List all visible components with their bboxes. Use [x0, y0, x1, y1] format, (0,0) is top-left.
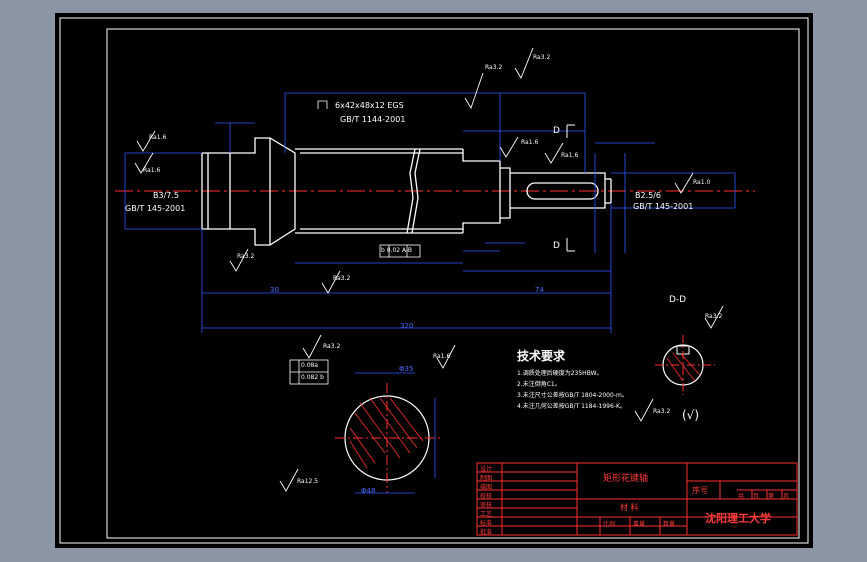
- center-hole-right: B2.5/6: [635, 191, 661, 200]
- section-marks: [566, 124, 575, 252]
- roughness-label: Ra1.6: [149, 134, 167, 141]
- roughness-label: Ra3.2: [237, 253, 255, 260]
- tolerance-frame-lower: [289, 359, 329, 385]
- material-label: 材 料: [620, 503, 639, 512]
- roughness-label: Ra3.2: [333, 275, 351, 282]
- part-name: 矩形花键轴: [603, 474, 649, 484]
- tb-row: 设计: [480, 466, 493, 473]
- roughness-label: Ra1.6: [433, 353, 451, 360]
- small-cell: 共: [738, 493, 745, 500]
- tb-row: 批准: [480, 529, 493, 536]
- spline-section: [335, 372, 440, 494]
- small-cell: 页: [783, 493, 790, 500]
- roughness-symbols: [134, 47, 724, 492]
- school-name: 沈阳理工大学: [705, 512, 771, 525]
- roughness-label: Ra12.5: [297, 478, 319, 485]
- small-cell: 页: [753, 493, 760, 500]
- tb-row: 校核: [480, 493, 493, 500]
- tb-row: 制图: [480, 475, 493, 482]
- dim-overall: 320: [400, 322, 414, 330]
- roughness-label: Ra3.2: [323, 343, 341, 350]
- ratio-label: 比例: [603, 521, 616, 528]
- section-label-top: D: [553, 126, 560, 136]
- tol-row2: 0.082 b: [301, 374, 324, 381]
- dim-seg2: 30: [270, 286, 279, 294]
- tb-row: 标准: [480, 520, 493, 527]
- seq-label: 序号: [692, 486, 708, 495]
- tech-req-line: 3.未注尺寸公差按GB/T 1804-2000-m。: [517, 392, 628, 399]
- roughness-label: Ra1.6: [521, 139, 539, 146]
- tech-req-line: 1.调质处理后硬度为235HBW。: [517, 370, 603, 377]
- weight-label: 重量: [633, 521, 646, 528]
- roughness-label: Ra3.2: [485, 64, 503, 71]
- tb-row: 描图: [480, 484, 493, 491]
- tech-req-title: 技术要求: [517, 349, 566, 363]
- tech-req-line: 4.未注几何公差按GB/T 1184-1996-K。: [517, 403, 626, 410]
- spline-std: GB/T 1144-2001: [340, 115, 406, 124]
- dd-section: [655, 335, 715, 395]
- tb-row: 工艺: [480, 511, 493, 518]
- inner-frame: [106, 28, 800, 539]
- dim-seg1: 74: [535, 286, 544, 294]
- roughness-label: Ra1.0: [693, 179, 711, 186]
- section-title: D-D: [669, 295, 687, 305]
- tol-frame: b 0.02 A-B: [381, 247, 413, 254]
- dim-body-d: Φ48: [361, 487, 376, 495]
- roughness-label: Ra3.2: [653, 408, 671, 415]
- shaft-outline: [201, 137, 612, 246]
- qty-label: 数量: [663, 521, 676, 528]
- paren-check: (√): [682, 408, 700, 422]
- center-hole-left-std: GB/T 145-2001: [125, 204, 186, 213]
- outer-frame: [59, 17, 809, 544]
- section-label-bottom: D: [553, 241, 560, 251]
- small-cell: 第: [768, 493, 775, 500]
- title-block-lines: [476, 462, 798, 536]
- center-hole-left: B3/7.5: [153, 191, 179, 200]
- center-hole-right-std: GB/T 145-2001: [633, 202, 694, 211]
- spline-spec: 6x42x48x12 EGS: [335, 101, 404, 110]
- roughness-label: Ra3.2: [533, 54, 551, 61]
- tech-req-line: 2.未注倒角C1。: [517, 381, 561, 388]
- roughness-label: Ra1.6: [143, 167, 161, 174]
- tol-row1: 0.08a: [301, 362, 319, 369]
- dim-spline-d: Φ35: [399, 365, 414, 373]
- dimension-lines: [124, 92, 736, 333]
- shaft-drawing: [59, 17, 809, 544]
- tb-row: 审核: [480, 502, 493, 509]
- tolerance-frame-upper: [317, 100, 421, 258]
- roughness-label: Ra1.6: [561, 152, 579, 159]
- drawing-canvas: 6x42x48x12 EGS GB/T 1144-2001 B3/7.5 GB/…: [55, 13, 813, 548]
- roughness-label: Ra3.2: [705, 313, 723, 320]
